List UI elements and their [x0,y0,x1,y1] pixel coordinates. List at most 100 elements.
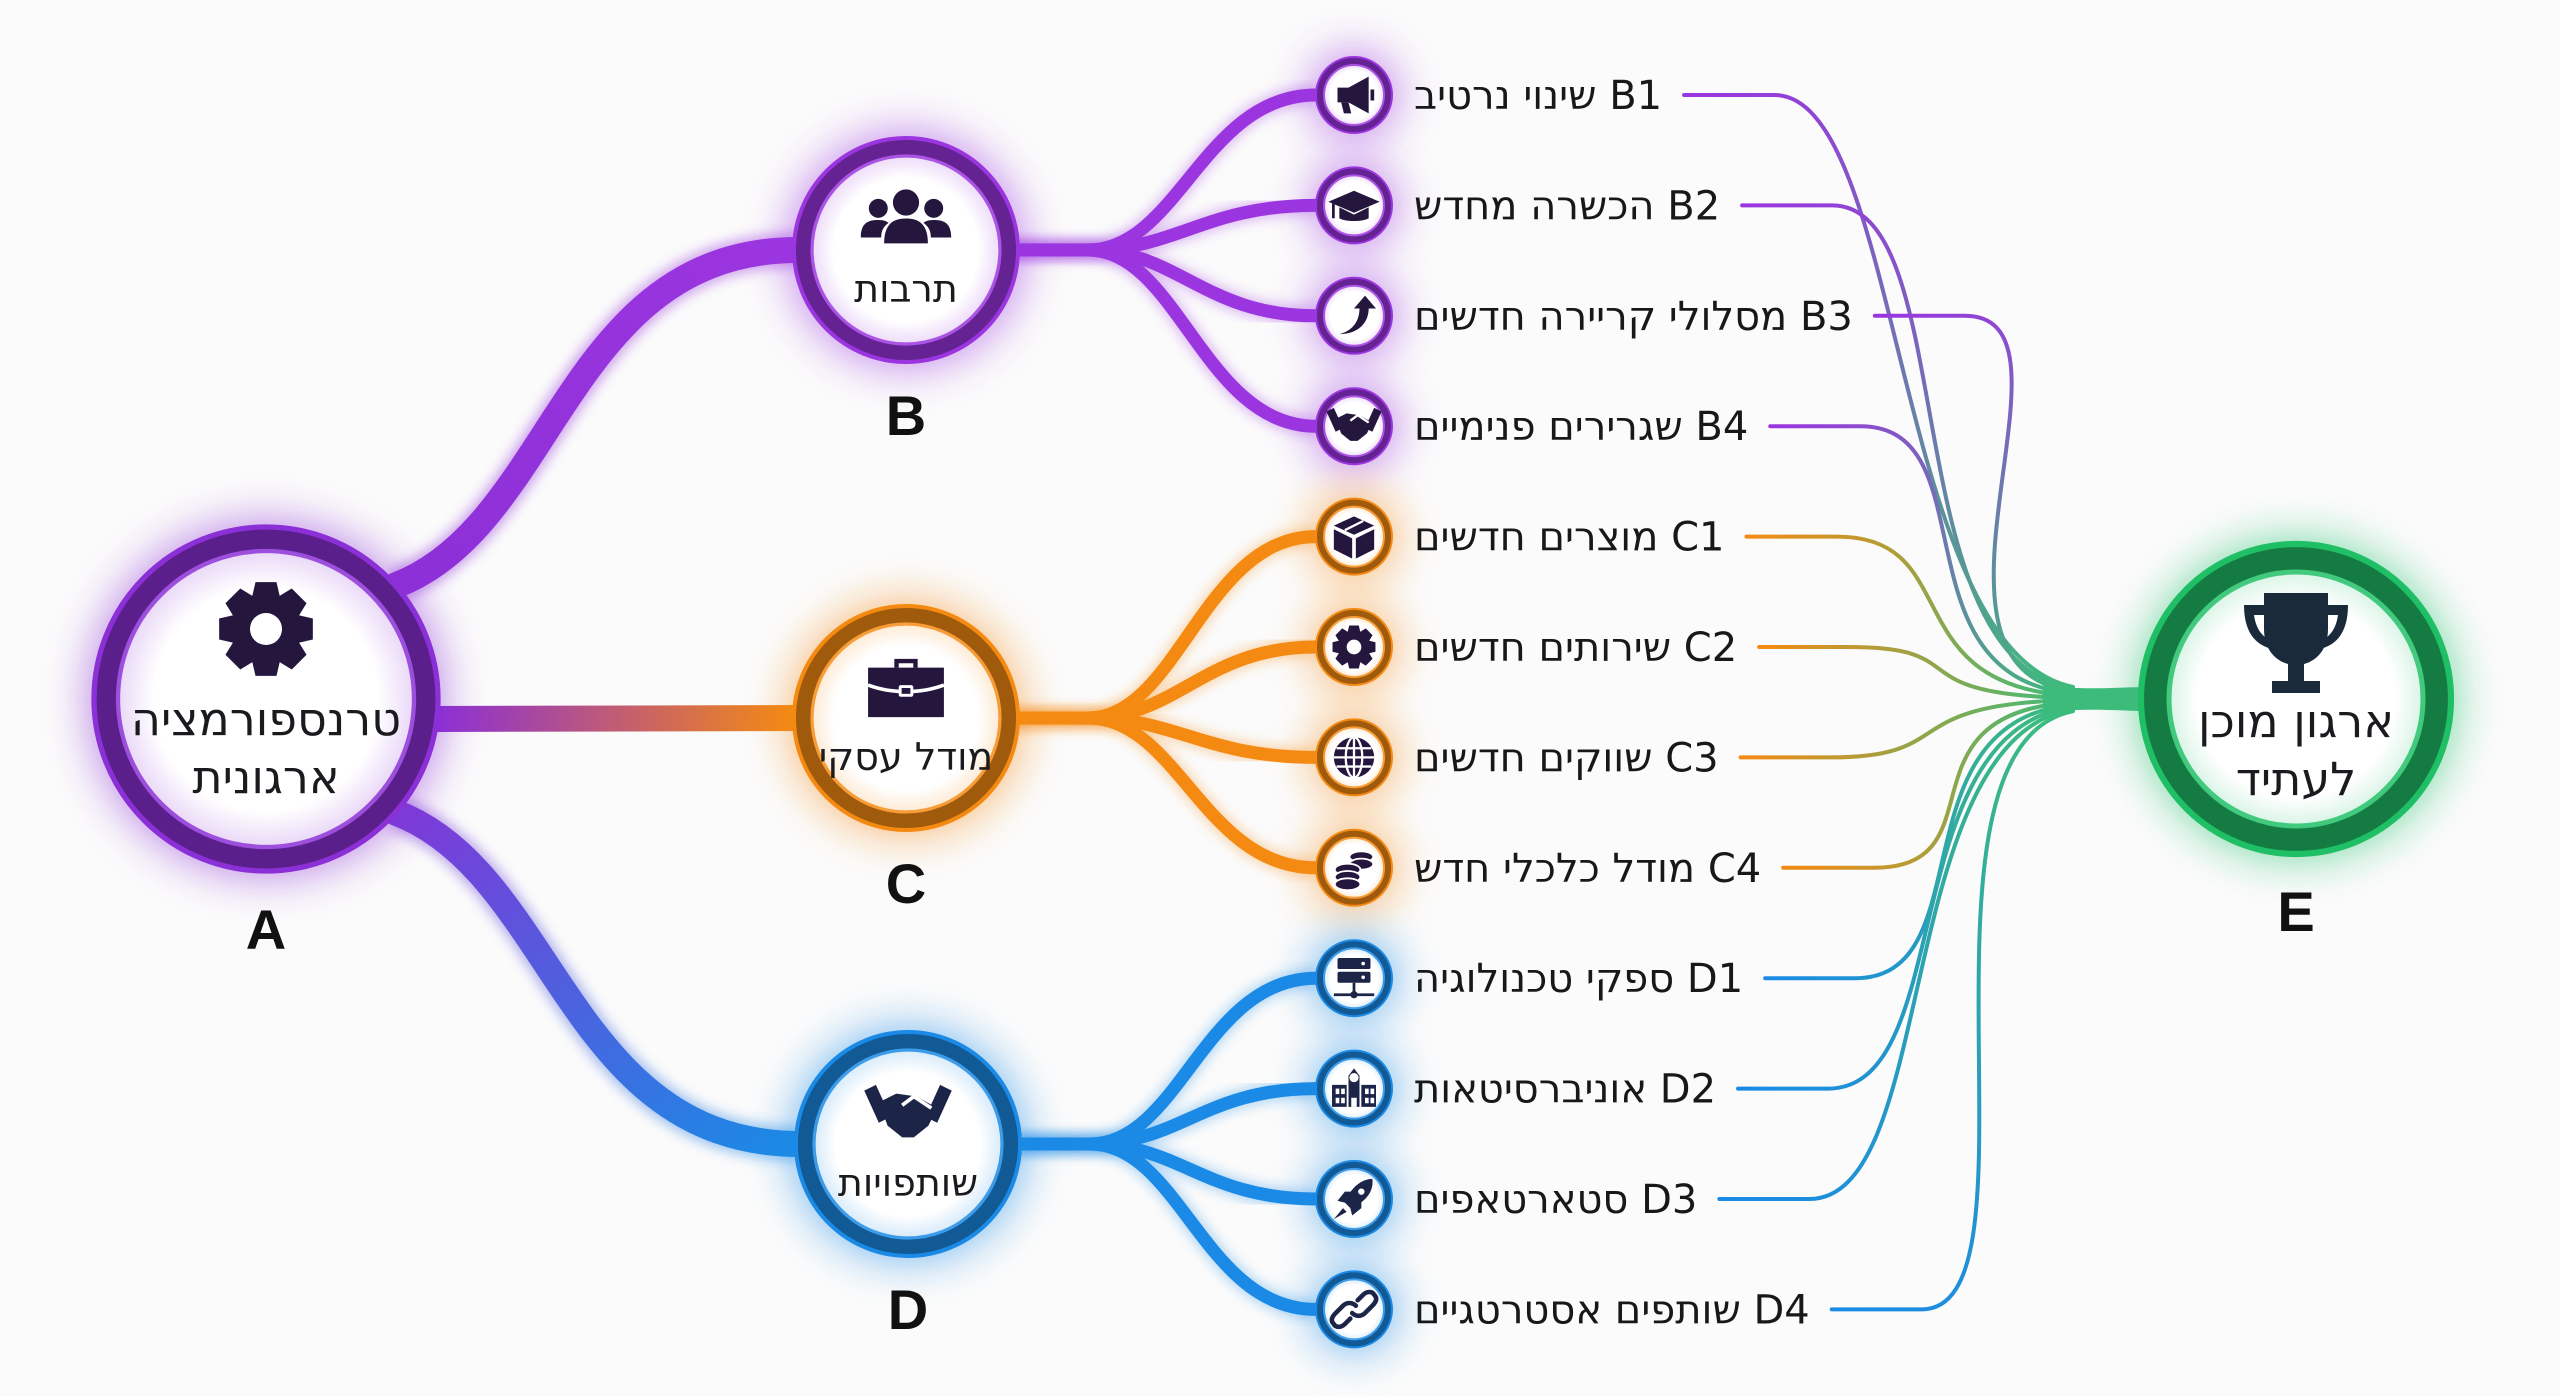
outcome-link-b3 [1872,313,2075,694]
leaf-node-c3-ring [1316,719,1392,796]
root-label-line: ארגונית [192,750,339,804]
handshake-icon [1326,407,1382,441]
branch-node-b-face [803,147,1009,353]
university-icon [1332,1068,1376,1107]
leaf-node-b3-ring [1316,277,1392,354]
leaf-node-d4[interactable] [1315,1270,1393,1349]
leaf-label-b4: B4 שגרירים פנימיים [1414,404,1748,450]
leaf-node-c1[interactable] [1315,497,1393,576]
outcome-link-c1 [1744,534,2075,698]
branch-node-c-ring-inner [810,622,1002,814]
handshake-icon [864,1084,952,1138]
leaf-node-c3[interactable] [1315,718,1393,797]
rocket-icon [1333,1178,1373,1220]
branch-node-d[interactable]: שותפויות [794,1030,1022,1258]
target-node-e-ring-outer [2137,540,2455,858]
leaf-node-d2-ring [1316,1050,1392,1127]
leaf-node-c2-ring-outer [1315,608,1393,686]
leaf-node-c3-ring-outer [1315,718,1393,797]
users-icon [860,189,952,244]
trunk-link-d [382,799,813,1157]
outcome-link-c2 [1757,645,2075,700]
leaf-node-b1-ring-inner [1323,64,1385,126]
leaf-node-d2-ring-inner [1323,1057,1385,1120]
briefcase-icon [867,658,945,718]
leaf-node-d1-ring-outer [1315,939,1393,1018]
branch-node-d-ring [796,1032,1020,1256]
leaf-label-d2: D2 אוניברסיטאות [1414,1067,1716,1113]
root-node-a-face [106,539,426,859]
branch-link-glow [1012,709,1317,877]
link-icon [1329,1289,1379,1330]
leaf-node-b1[interactable] [1315,56,1393,134]
leaf-label-c2: C2 שירותים חדשים [1414,625,1737,671]
branch-letter: B [886,384,926,447]
leaf-node-d1[interactable] [1315,939,1393,1018]
leaf-node-b2[interactable] [1315,166,1393,245]
branch-node-b-ring-inner [810,154,1002,346]
leaf-node-c2[interactable] [1315,608,1393,686]
branch-node-b[interactable]: תרבות [792,136,1020,364]
root-node-a-ring-inner [115,548,417,850]
leaf-node-d3-ring [1316,1161,1392,1237]
leaf-node-b4[interactable] [1315,387,1393,466]
branch-link-glow [1012,86,1317,259]
root-node-a-ring-outer [91,524,441,874]
outcome-link-c3 [1738,698,2075,760]
leaf-node-d3-ring-inner [1323,1168,1385,1230]
leaf-node-c1-ring-outer [1315,497,1393,576]
leaf-node-c4[interactable] [1315,828,1393,907]
connector-layer [382,88,2147,1316]
branch-node-c-face [803,615,1009,821]
leaf-node-d3-ring-outer [1315,1160,1393,1238]
leaf-node-b3[interactable] [1315,276,1393,355]
branch-node-b-ring-outer [792,136,1020,364]
branch-node-c-ring-outer [792,604,1020,832]
leaf-label-c3: C3 שווקים חדשים [1414,735,1719,781]
leaf-node-c4-ring [1316,829,1392,906]
target-node-e-ring-inner [2166,569,2426,829]
target-node-e-ring [2141,544,2451,854]
branch-letter: D [888,1278,928,1341]
leaf-node-d3[interactable] [1315,1160,1393,1238]
branch-label: תרבות [854,267,958,311]
branch-node-d-ring-outer [794,1030,1022,1258]
leaf-node-b1-ring-outer [1315,56,1393,134]
target-node-e-face [2155,558,2437,840]
branch-letter: C [886,852,926,915]
leaf-node-d1-ring-inner [1323,947,1385,1010]
branch-link-b1 [1005,88,1323,257]
branch-node-b-ring [794,138,1018,362]
outcome-link-b2 [1740,203,2075,692]
megaphone-icon [1337,76,1375,114]
branch-label: מודל עסקי [819,735,994,779]
leaf-node-b4-ring-inner [1323,395,1385,458]
leaf-node-b2-ring-inner [1323,174,1385,237]
outcome-link-c4 [1781,700,2075,870]
leaf-node-b3-ring-inner [1323,284,1385,347]
coins-icon [1333,850,1375,892]
branch-link-c4 [1005,711,1323,875]
trunk-link-c [421,705,811,732]
leaf-label-d1: D1 ספקי טכנולוגיה [1414,956,1743,1002]
leaf-node-b2-ring-outer [1315,166,1393,245]
leaf-label-b2: B2 הכשרה מחדש [1414,183,1720,229]
leaf-node-c1-face [1320,502,1388,571]
branch-node-c[interactable]: מודל עסקי [792,604,1020,832]
trend-arrow-icon [1339,295,1376,335]
branch-link-b4 [1005,243,1323,433]
leaf-node-c2-ring [1316,609,1392,685]
leaf-node-c1-ring-inner [1323,505,1385,568]
leaf-label-b1: B1 שינוי נרטיב [1414,73,1662,119]
outcome-stem [2043,685,2147,713]
leaf-node-b3-face [1320,281,1388,350]
graduation-cap-icon [1328,190,1380,221]
target-label-line: לעתיד [2236,752,2357,806]
branch-label: שותפויות [838,1161,978,1205]
leaf-node-d2[interactable] [1315,1049,1393,1128]
leaf-label-c4: C4 מודל כלכלי חדש [1414,846,1761,892]
leaf-node-b1-ring [1316,57,1392,133]
